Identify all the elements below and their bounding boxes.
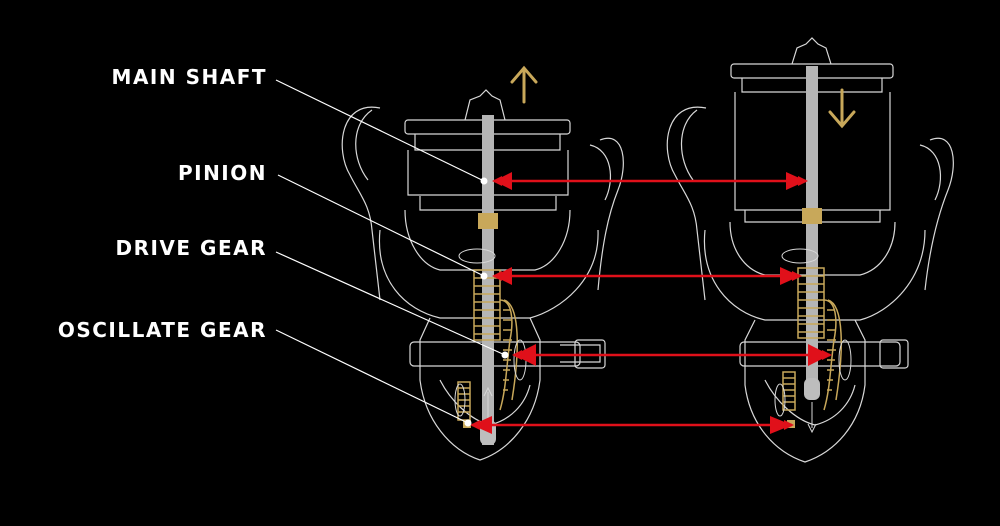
right-rotation-marks [774,248,852,434]
leader-lines [275,79,506,424]
label-pinion: PINION [177,161,267,185]
main-shaft-leader [275,79,485,182]
left-rotation-marks [454,248,527,418]
arrow-heads [472,172,830,434]
left-gears [457,213,518,428]
red-arrows [470,176,832,430]
label-main-shaft: MAIN SHAFT [111,65,267,89]
right-main-shaft [806,66,818,396]
up-arrow-icon [510,65,538,104]
right-gears [782,208,842,428]
oscillate-gear-leader [275,329,469,424]
label-oscillate-gear: OSCILLATE GEAR [57,318,267,342]
pinion-leader [277,174,485,277]
left-main-shaft [482,115,494,445]
leader-dots [464,177,509,427]
drive-gear-leader [275,251,506,356]
label-drive-gear: DRIVE GEAR [115,236,267,260]
down-arrow-icon [828,88,856,129]
